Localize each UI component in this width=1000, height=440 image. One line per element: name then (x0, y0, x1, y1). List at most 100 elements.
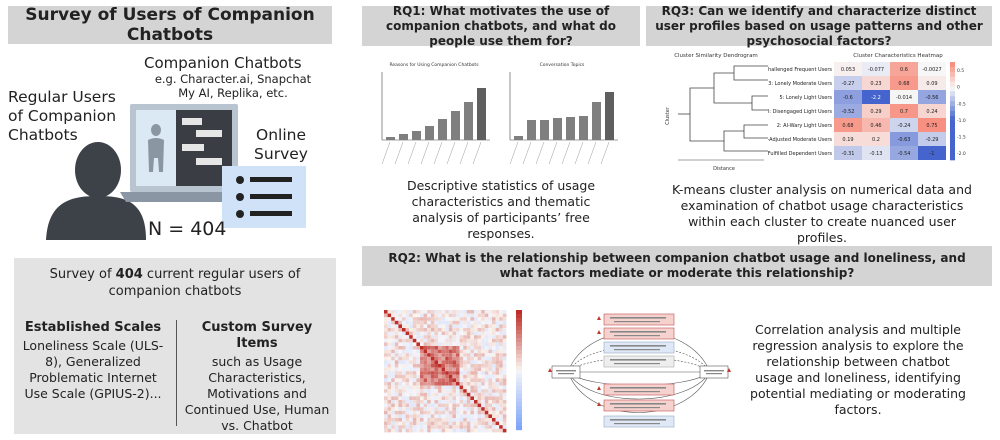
correlation-cell (499, 317, 503, 321)
correlation-cell (402, 317, 406, 321)
correlation-cell (466, 335, 471, 339)
correlation-cell (402, 389, 406, 393)
correlation-cell (402, 371, 406, 375)
correlation-cell (420, 353, 424, 357)
correlation-cell (394, 360, 399, 364)
correlation-cell (488, 425, 492, 429)
correlation-cell (492, 407, 496, 411)
correlation-cell (499, 313, 503, 318)
heatmap-value: 0.75 (926, 123, 937, 129)
correlation-cell (452, 367, 456, 372)
correlation-cell (387, 324, 392, 328)
colorbar-segment (950, 66, 955, 73)
correlation-cell (441, 396, 446, 400)
colorbar-segment (950, 111, 955, 117)
correlation-cell (445, 346, 449, 350)
correlation-cell (420, 385, 424, 390)
correlation-cell (391, 385, 395, 390)
colorbar-tick: -1.5 (957, 135, 966, 141)
correlation-cell (420, 317, 424, 321)
correlation-cell (466, 342, 471, 346)
correlation-cell (481, 374, 485, 379)
correlation-cell (502, 392, 507, 397)
correlation-cell (420, 364, 424, 368)
correlation-cell (488, 378, 492, 382)
correlation-cell (492, 374, 496, 379)
correlation-cell (481, 371, 485, 375)
correlation-cell (492, 418, 496, 422)
correlation-cell (474, 324, 478, 328)
correlation-cell (384, 349, 388, 354)
correlation-cell (484, 360, 489, 364)
correlation-cell (452, 349, 456, 354)
correlation-cell (474, 385, 478, 390)
correlation-cell (481, 356, 485, 361)
correlation-cell (481, 342, 485, 346)
correlation-cell (402, 310, 406, 314)
correlation-cell (484, 428, 489, 433)
correlation-cell (394, 414, 399, 418)
correlation-cell (427, 378, 431, 382)
correlation-cell (438, 400, 442, 404)
correlation-cell (438, 349, 442, 354)
custom-items: Custom Survey Items such as Usage Charac… (182, 320, 332, 434)
correlation-cell (430, 367, 435, 372)
correlation-cell (438, 392, 442, 397)
correlation-cell (466, 385, 471, 390)
correlation-cell (416, 400, 420, 404)
correlation-cell (470, 400, 474, 404)
correlation-cell (445, 396, 449, 400)
correlation-cell (412, 313, 417, 318)
heatmap-value: 0.68 (898, 81, 909, 87)
correlation-cell (495, 349, 500, 354)
correlation-cell (452, 310, 456, 314)
correlation-cell (456, 346, 460, 350)
correlation-cell (481, 313, 485, 318)
colorbar-tick: 0.5 (957, 68, 964, 74)
correlation-cell (459, 317, 464, 321)
correlation-cell (474, 382, 478, 386)
correlation-cell (484, 382, 489, 386)
correlation-cell (405, 392, 410, 397)
correlation-cell (448, 331, 453, 336)
correlation-cell (445, 371, 449, 375)
correlation-cell (488, 331, 492, 336)
correlation-cell (430, 400, 435, 404)
correlation-cell (384, 360, 388, 364)
correlation-cell (434, 382, 438, 386)
correlation-cell (448, 396, 453, 400)
correlation-cell (466, 367, 471, 372)
correlation-cell (470, 396, 474, 400)
correlation-cell (409, 353, 413, 357)
colorbar-segment (950, 145, 955, 151)
correlation-cell (412, 328, 417, 332)
correlation-cell (402, 407, 406, 411)
correlation-cell (488, 396, 492, 400)
correlation-cell (423, 385, 428, 390)
correlation-cell (398, 378, 402, 382)
established-scales: Established Scales Loneliness Scale (ULS… (18, 320, 168, 402)
correlation-cell (412, 356, 417, 361)
heatmap-cell (918, 76, 946, 90)
correlation-cell (405, 349, 410, 354)
correlation-cell (420, 374, 424, 379)
correlation-cell (416, 331, 420, 336)
correlation-cell (423, 320, 428, 325)
correlation-cell (484, 320, 489, 325)
correlation-cell (492, 410, 496, 415)
correlation-cell (387, 378, 392, 382)
rq2-mediation-diagram (548, 313, 731, 428)
correlation-cell (481, 392, 485, 397)
mediator-text-lines (610, 317, 666, 425)
correlation-cell (434, 396, 438, 400)
correlation-cell (466, 378, 471, 382)
correlation-cell (448, 428, 453, 433)
correlation-cell (394, 313, 399, 318)
correlation-colorbar-segment (516, 378, 522, 383)
correlation-cell (492, 385, 496, 390)
correlation-cell (394, 392, 399, 397)
correlation-cell (420, 360, 424, 364)
correlation-cell (434, 324, 438, 328)
correlation-cell (492, 364, 496, 368)
correlation-cell (477, 328, 482, 332)
